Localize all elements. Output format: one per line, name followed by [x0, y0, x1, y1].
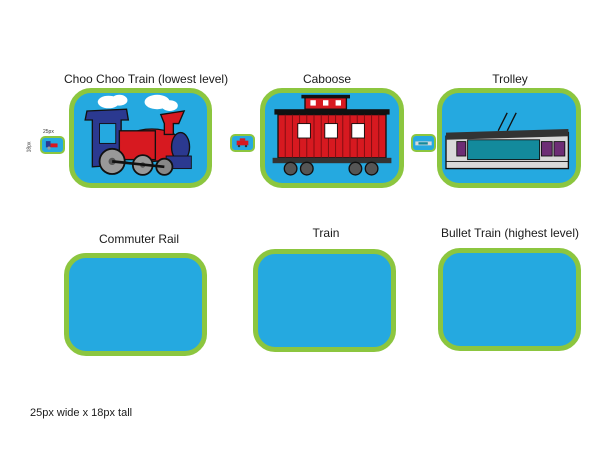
choo-choo-train-icon	[84, 94, 192, 176]
trolley-thumbnail	[411, 134, 436, 152]
level-label-caboose: Caboose	[302, 72, 352, 86]
level-label-train: Train	[312, 226, 340, 240]
level-label-trolley: Trolley	[492, 72, 528, 86]
level-card-bullet-train	[438, 248, 581, 351]
thumbnail-size-note: 25px wide x 18px tall	[30, 407, 133, 419]
thumbnail-height-label: 18px	[26, 141, 33, 153]
caboose-icon	[272, 94, 392, 176]
caboose-thumbnail-icon	[236, 138, 249, 148]
level-label-choo-choo-train: Choo Choo Train (lowest level)	[64, 72, 229, 86]
trolley-thumbnail-icon	[415, 141, 432, 146]
level-card-choo-choo-train	[69, 88, 212, 188]
level-label-commuter-rail: Commuter Rail	[98, 232, 179, 246]
thumbnail-width-label: 25px	[43, 129, 54, 135]
level-card-train	[253, 249, 396, 352]
choo-choo-train-thumbnail-icon	[45, 141, 58, 150]
choo-choo-train-thumbnail	[40, 136, 65, 154]
level-card-trolley	[437, 88, 581, 188]
caboose-thumbnail	[230, 134, 255, 152]
level-label-bullet-train: Bullet Train (highest level)	[440, 226, 580, 240]
trolley-icon	[445, 112, 570, 170]
level-card-caboose	[260, 88, 404, 188]
level-card-commuter-rail	[64, 253, 207, 356]
